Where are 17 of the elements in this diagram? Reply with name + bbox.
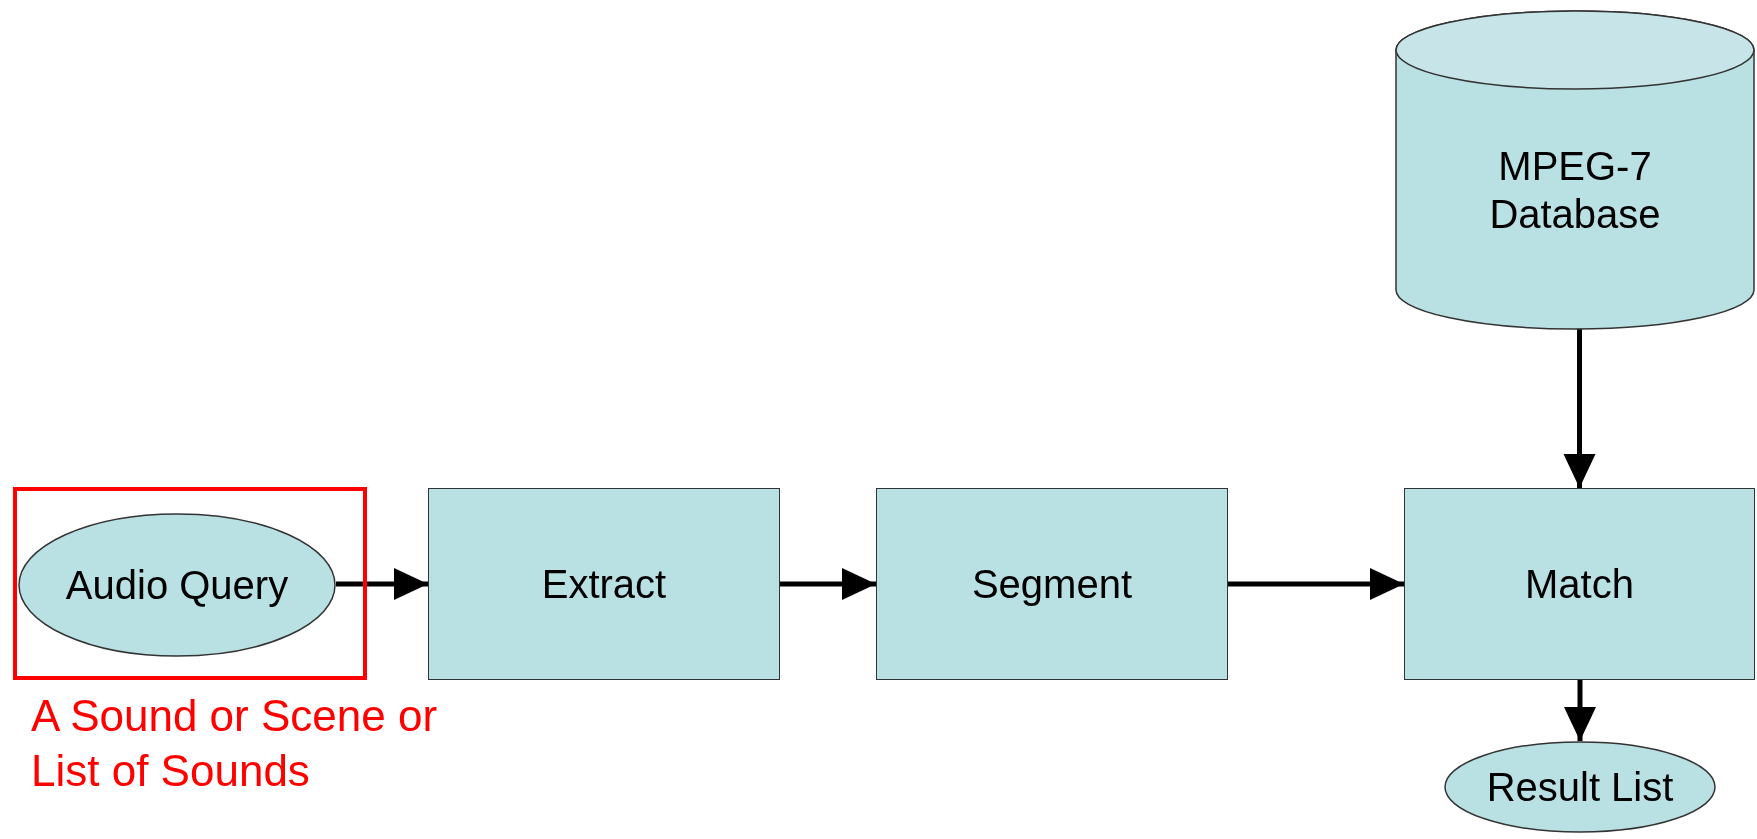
process-box — [428, 488, 780, 680]
node-label: Extract — [541, 561, 667, 608]
node-label: Audio Query — [65, 562, 289, 609]
node-label: Match — [1525, 561, 1634, 608]
ellipse-node — [1444, 741, 1716, 833]
node-label: MPEG-7 Database — [1488, 143, 1662, 238]
process-box — [1404, 488, 1755, 680]
caption-text: A Sound or Scene or List of Sounds — [31, 690, 439, 797]
node-label: Segment — [971, 561, 1133, 608]
database-cylinder — [1395, 11, 1755, 329]
arrow — [1228, 568, 1404, 600]
ellipse-node — [18, 513, 336, 657]
arrow — [780, 568, 876, 600]
arrow — [1564, 678, 1596, 741]
process-box — [876, 488, 1228, 680]
node-label: Result List — [1486, 764, 1674, 811]
arrow — [336, 568, 428, 600]
